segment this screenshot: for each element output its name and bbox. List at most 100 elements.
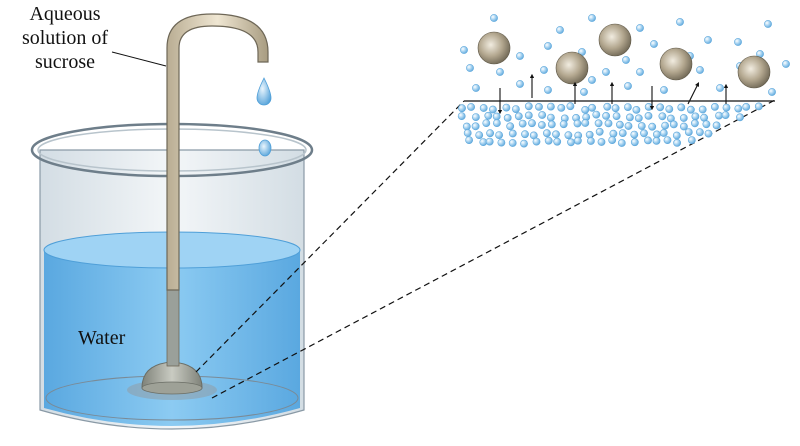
flow-arrows bbox=[497, 73, 729, 115]
water-molecule bbox=[492, 119, 501, 127]
sucrose-molecule bbox=[477, 31, 511, 65]
water-molecule bbox=[669, 120, 678, 129]
water-molecule bbox=[566, 102, 575, 111]
flow-arrow bbox=[687, 82, 699, 105]
water-molecule bbox=[644, 136, 652, 145]
water-molecule bbox=[547, 120, 556, 129]
water-molecule bbox=[656, 103, 665, 112]
water-molecule bbox=[581, 106, 590, 114]
tube bbox=[166, 13, 269, 367]
water-molecule bbox=[495, 131, 503, 139]
water-molecule bbox=[691, 112, 700, 121]
water-molecule bbox=[467, 103, 475, 111]
water-molecule bbox=[503, 114, 512, 122]
water-molecule bbox=[650, 40, 658, 48]
water-molecule bbox=[644, 103, 653, 111]
water-molecule bbox=[488, 105, 497, 114]
water-molecule bbox=[684, 128, 693, 136]
water-molecule bbox=[696, 128, 704, 137]
water-molecule bbox=[462, 122, 471, 131]
drop-lower bbox=[258, 139, 272, 157]
water-molecule bbox=[594, 119, 603, 128]
water-molecule bbox=[574, 136, 582, 145]
water-molecule bbox=[581, 119, 590, 127]
water-molecule bbox=[742, 103, 751, 111]
water-molecule bbox=[764, 20, 772, 28]
solution-label-line3: sucrose bbox=[35, 51, 95, 73]
water-molecule bbox=[496, 68, 504, 76]
sucrose-molecule bbox=[659, 47, 693, 81]
water-molecule bbox=[660, 86, 668, 94]
water-molecule bbox=[637, 122, 646, 130]
water-molecule bbox=[602, 68, 610, 76]
water-molecule bbox=[482, 119, 491, 127]
water-molecule bbox=[538, 121, 546, 129]
water-molecule bbox=[680, 122, 688, 131]
water-molecule bbox=[609, 129, 618, 138]
water-molecule bbox=[466, 64, 474, 72]
water-molecule bbox=[687, 105, 695, 114]
water-molecule bbox=[543, 129, 551, 138]
water-molecule bbox=[520, 139, 528, 148]
water-molecule bbox=[722, 103, 731, 112]
water-molecule bbox=[471, 122, 480, 131]
solution-label: Aqueous solution of sucrose bbox=[6, 2, 124, 74]
water-molecule bbox=[486, 129, 494, 138]
sucrose-molecule bbox=[598, 23, 632, 57]
water-molecule bbox=[624, 122, 633, 130]
water-molecule bbox=[506, 122, 515, 131]
water-molecule bbox=[502, 103, 511, 112]
water-molecule bbox=[508, 129, 517, 138]
water-drops bbox=[256, 77, 272, 157]
water-molecule bbox=[768, 88, 776, 96]
water-molecule bbox=[485, 137, 494, 146]
water-molecule bbox=[547, 113, 555, 122]
water-molecule bbox=[665, 105, 674, 113]
water-molecule bbox=[508, 139, 517, 147]
water-molecule bbox=[604, 119, 613, 128]
water-molecule bbox=[460, 46, 468, 54]
water-molecule bbox=[661, 121, 669, 130]
water-molecule bbox=[634, 114, 643, 123]
water-molecule bbox=[687, 136, 696, 144]
water-molecule bbox=[556, 26, 564, 34]
water-molecule bbox=[659, 129, 668, 137]
water-molecule bbox=[595, 127, 604, 136]
sucrose-molecule bbox=[555, 51, 589, 85]
water-molecule bbox=[630, 138, 639, 147]
water-molecule bbox=[698, 105, 707, 114]
water-molecule bbox=[636, 68, 644, 76]
water-molecule bbox=[552, 130, 560, 139]
water-molecule bbox=[588, 103, 596, 112]
water-molecule bbox=[516, 80, 524, 88]
water-molecule bbox=[580, 88, 588, 96]
water-molecule bbox=[592, 110, 601, 119]
water-molecule bbox=[704, 36, 712, 44]
water-molecule bbox=[712, 121, 721, 130]
water-molecule bbox=[677, 103, 686, 112]
water-molecule bbox=[602, 112, 610, 120]
water-molecule bbox=[544, 136, 553, 145]
water-molecule bbox=[630, 130, 639, 139]
water-molecule bbox=[624, 103, 632, 111]
water-molecule bbox=[626, 113, 634, 122]
drop-upper bbox=[256, 77, 272, 106]
water-molecule bbox=[679, 114, 688, 122]
water-molecule bbox=[702, 120, 711, 129]
water-molecule bbox=[691, 119, 699, 128]
water-label: Water bbox=[78, 327, 126, 349]
water-molecule bbox=[617, 139, 626, 147]
water-molecule bbox=[653, 130, 661, 139]
water-molecule bbox=[528, 119, 536, 128]
water-molecule bbox=[465, 136, 473, 144]
water-molecule bbox=[492, 112, 501, 121]
water-molecule bbox=[616, 120, 624, 129]
water-molecule bbox=[597, 138, 606, 146]
water-molecule bbox=[532, 137, 541, 146]
water-molecule bbox=[524, 111, 533, 120]
sucrose-molecules bbox=[477, 23, 771, 89]
water-molecule bbox=[696, 66, 704, 74]
sucrose-molecule bbox=[737, 55, 771, 89]
water-molecule bbox=[736, 113, 744, 122]
water-molecule bbox=[734, 104, 743, 113]
